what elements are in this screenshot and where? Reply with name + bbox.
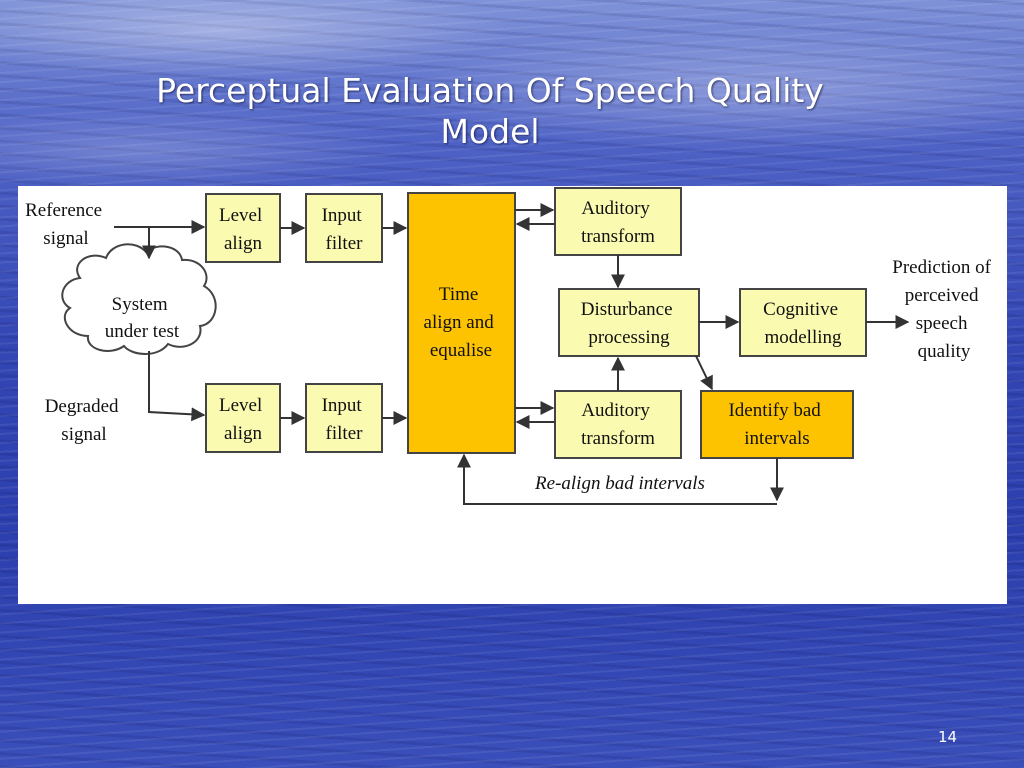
realign-label: Re-align bad intervals: [534, 473, 705, 494]
system-under-test-cloud: [61, 243, 217, 355]
input-filter-bottom-line-2: filter: [326, 423, 364, 444]
level-align-top-line-1: Level: [219, 205, 262, 226]
auditory-transform-top-line-1: Auditory: [581, 198, 650, 219]
time-align-line-2: align and: [424, 312, 495, 333]
pesq-diagram: Reference signal System under test Degra…: [18, 186, 1007, 604]
slide-title: Perceptual Evaluation Of Speech Quality …: [100, 70, 880, 152]
identify-bad-intervals-line-1: Identify bad: [728, 400, 821, 421]
input-filter-top-line-1: Input: [322, 205, 363, 226]
time-align-label: Time align and equalise: [424, 284, 499, 361]
disturbance-processing-label: Disturbance processing: [581, 299, 678, 348]
auditory-transform-top-label: Auditory transform: [581, 198, 655, 247]
input-filter-bottom-label: Input filter: [322, 395, 367, 444]
prediction-label: Prediction of perceived speech quality: [892, 257, 995, 362]
level-align-bottom-line-1: Level: [219, 395, 262, 416]
time-align-line-3: equalise: [430, 340, 492, 361]
diagram-canvas: Reference signal System under test Degra…: [25, 187, 995, 505]
prediction-line-2: perceived: [905, 285, 979, 306]
slide-title-line-1: Perceptual Evaluation Of Speech Quality: [156, 71, 824, 110]
arrow-system-to-degraded: [148, 351, 206, 422]
cognitive-modelling-line-2: modelling: [764, 327, 842, 348]
page-number: 14: [938, 728, 958, 746]
disturbance-processing-box: [558, 288, 700, 357]
prediction-line-4: quality: [918, 341, 971, 362]
level-align-top-box: [205, 193, 281, 263]
input-filter-top-box: [305, 193, 383, 263]
system-under-test-label: System under test: [105, 294, 180, 342]
prediction-line-1: Prediction of: [892, 257, 991, 278]
identify-bad-intervals-line-2: intervals: [744, 428, 809, 449]
arrow-realign-to-time: [457, 453, 777, 505]
reference-signal-line-1: Reference: [25, 200, 102, 221]
auditory-transform-top-box: [554, 187, 682, 256]
system-under-test-line-1: System: [112, 294, 168, 315]
reference-signal-line-2: signal: [43, 228, 88, 249]
level-align-bottom-label: Level align: [219, 395, 267, 444]
input-filter-top-label: Input filter: [322, 205, 367, 254]
reference-signal-label: Reference signal: [25, 200, 107, 249]
time-align-box: [407, 192, 516, 454]
cognitive-modelling-line-1: Cognitive: [763, 299, 838, 320]
time-align-line-1: Time: [439, 284, 478, 305]
disturbance-processing-line-2: processing: [588, 327, 670, 348]
auditory-transform-bottom-line-2: transform: [581, 428, 655, 449]
system-under-test-line-2: under test: [105, 321, 180, 342]
arrow-disturbance-to-identify: [695, 355, 713, 391]
level-align-bottom-line-2: align: [224, 423, 262, 444]
slide-title-line-2: Model: [440, 112, 540, 151]
cognitive-modelling-box: [739, 288, 867, 357]
auditory-transform-top-line-2: transform: [581, 226, 655, 247]
auditory-transform-bottom-line-1: Auditory: [581, 400, 650, 421]
input-filter-bottom-line-1: Input: [322, 395, 363, 416]
input-filter-top-line-2: filter: [326, 233, 364, 254]
degraded-signal-label: Degraded signal: [45, 396, 124, 445]
auditory-transform-bottom-label: Auditory transform: [581, 400, 655, 449]
degraded-signal-line-2: signal: [61, 424, 106, 445]
level-align-top-label: Level align: [219, 205, 267, 254]
level-align-top-line-2: align: [224, 233, 262, 254]
cognitive-modelling-label: Cognitive modelling: [763, 299, 843, 348]
level-align-bottom-box: [205, 383, 281, 453]
identify-bad-intervals-box: [700, 390, 854, 459]
identify-bad-intervals-label: Identify bad intervals: [728, 400, 825, 449]
degraded-signal-line-1: Degraded: [45, 396, 119, 417]
prediction-line-3: speech: [916, 313, 968, 334]
disturbance-processing-line-1: Disturbance: [581, 299, 673, 320]
auditory-transform-bottom-box: [554, 390, 682, 459]
